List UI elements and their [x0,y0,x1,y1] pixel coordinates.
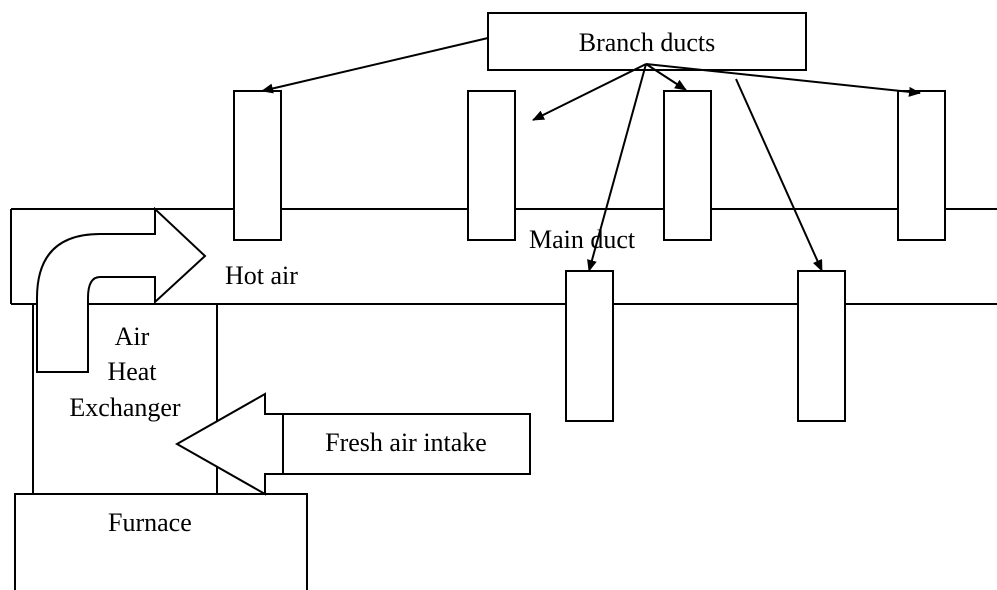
hot-air-label: Hot air [225,261,298,290]
furnace-label: Furnace [108,508,192,537]
branch-duct-5 [565,270,614,422]
fresh-air-intake-label: Fresh air intake [325,428,487,457]
branch-ducts-label-box [487,12,807,71]
air-heat-exchanger-label-line-1: Air [115,322,150,351]
pointer-arrow-to-branch-5 [587,63,647,272]
branch-ducts-label: Branch ducts [579,28,715,57]
air-heat-exchanger-label-line-3: Exchanger [69,393,181,422]
branch-pointer-arrows [261,37,921,272]
branch-duct-1 [233,90,282,241]
main-duct-label: Main duct [529,225,636,254]
furnace-box [14,493,308,590]
pointer-arrow-to-branch-3 [645,63,687,91]
hot-air-arrow [36,206,207,373]
pointer-arrow-to-branch-6 [735,78,823,272]
pointer-arrow-to-branch-2 [532,63,647,121]
pointer-arrow-to-branch-4 [645,63,921,97]
fresh-air-arrow [174,392,284,496]
branch-duct-3 [663,90,712,241]
branch-duct-6 [797,270,846,422]
air-heat-exchanger-label-line-2: Heat [107,357,157,386]
fresh-air-intake-label-box [282,413,531,475]
branch-duct-2 [467,90,516,241]
pointer-arrow-to-branch-1 [261,37,489,94]
branch-duct-4 [897,90,946,241]
